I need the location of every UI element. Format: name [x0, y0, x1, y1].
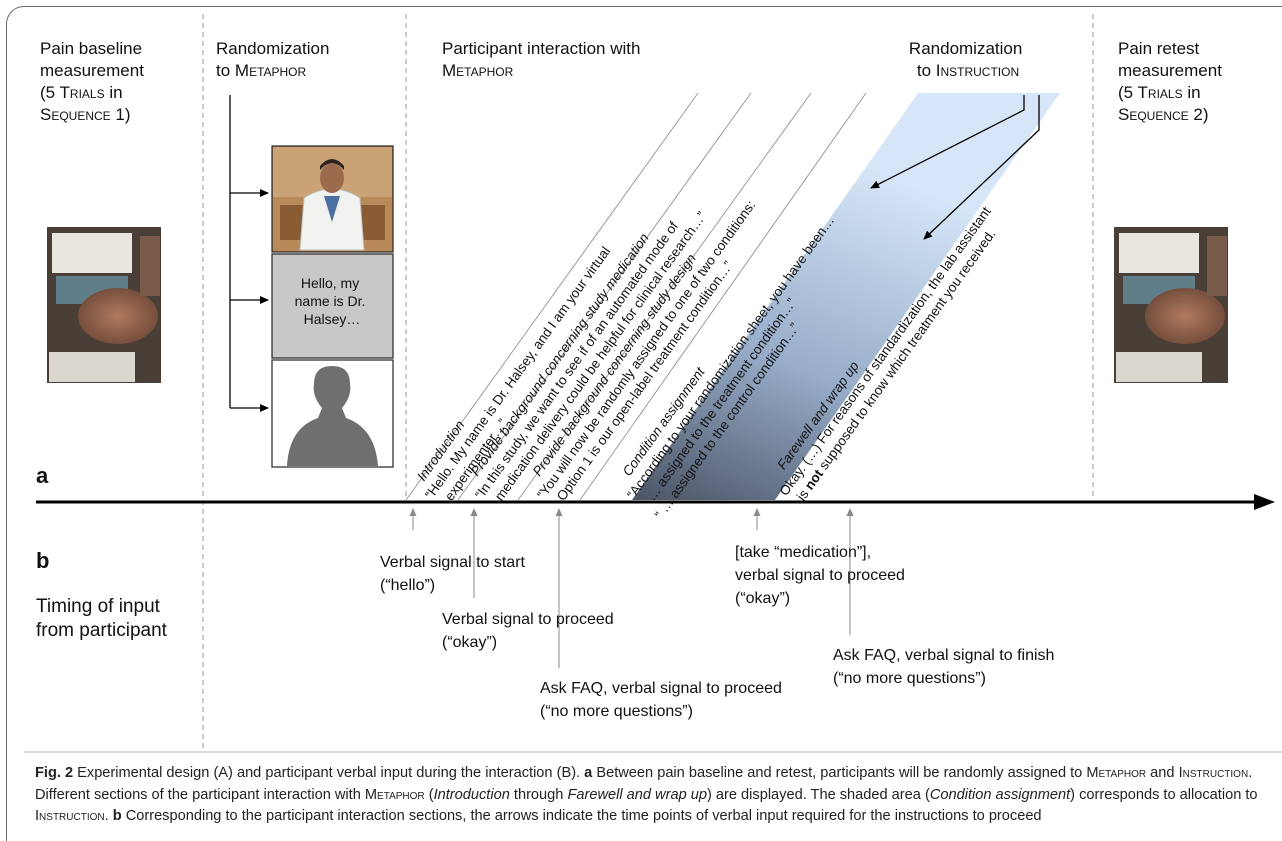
signal-faq-proceed: Ask FAQ, verbal signal to proceed (“no m… [540, 680, 786, 720]
baseline-photo [47, 227, 161, 383]
avatar-box [271, 145, 394, 253]
instruction-arrow-treatment [870, 95, 1025, 189]
header-rand-instruction: Randomization to Instruction [909, 39, 1027, 80]
guide-line-2 [457, 92, 752, 501]
signal-medication: [take “medication”], verbal signal to pr… [735, 544, 909, 607]
silhouette-box [271, 359, 394, 468]
guide-line-3 [517, 92, 812, 501]
condition-band [632, 93, 1060, 500]
signal-proceed: Verbal signal to proceed (“okay”) [442, 611, 618, 651]
instruction-arrow-control [923, 95, 1040, 240]
header-rand-metaphor: Randomization to Metaphor [216, 39, 334, 80]
figure-caption: Fig. 2 Experimental design (A) and parti… [35, 765, 1258, 824]
speech-box [271, 253, 394, 359]
hand-icon [1145, 288, 1225, 344]
signal-start: Verbal signal to start (“hello”) [380, 554, 529, 594]
guide-line-1 [405, 92, 699, 501]
silhouette-icon [287, 366, 378, 466]
doctor-head-icon [320, 163, 344, 193]
header-interaction: Participant interaction with Metaphor [442, 39, 645, 80]
figure-frame [6, 6, 1282, 841]
hand-icon [78, 288, 158, 344]
guide-line-4 [579, 92, 867, 501]
timeline-arrowhead [1254, 494, 1275, 510]
panel-letter-a: a [36, 463, 49, 488]
panel-letter-b: b [36, 548, 49, 573]
header-retest: Pain retest measurement (5 Trials in Seq… [1118, 39, 1227, 124]
retest-photo [1114, 227, 1228, 383]
speech-text: Hello, my name is Dr. Halsey… [295, 275, 370, 327]
header-baseline: Pain baseline measurement (5 Trials in S… [40, 39, 149, 124]
signal-faq-finish: Ask FAQ, verbal signal to finish (“no mo… [833, 647, 1059, 687]
timing-label: Timing of input from participant [36, 596, 168, 641]
